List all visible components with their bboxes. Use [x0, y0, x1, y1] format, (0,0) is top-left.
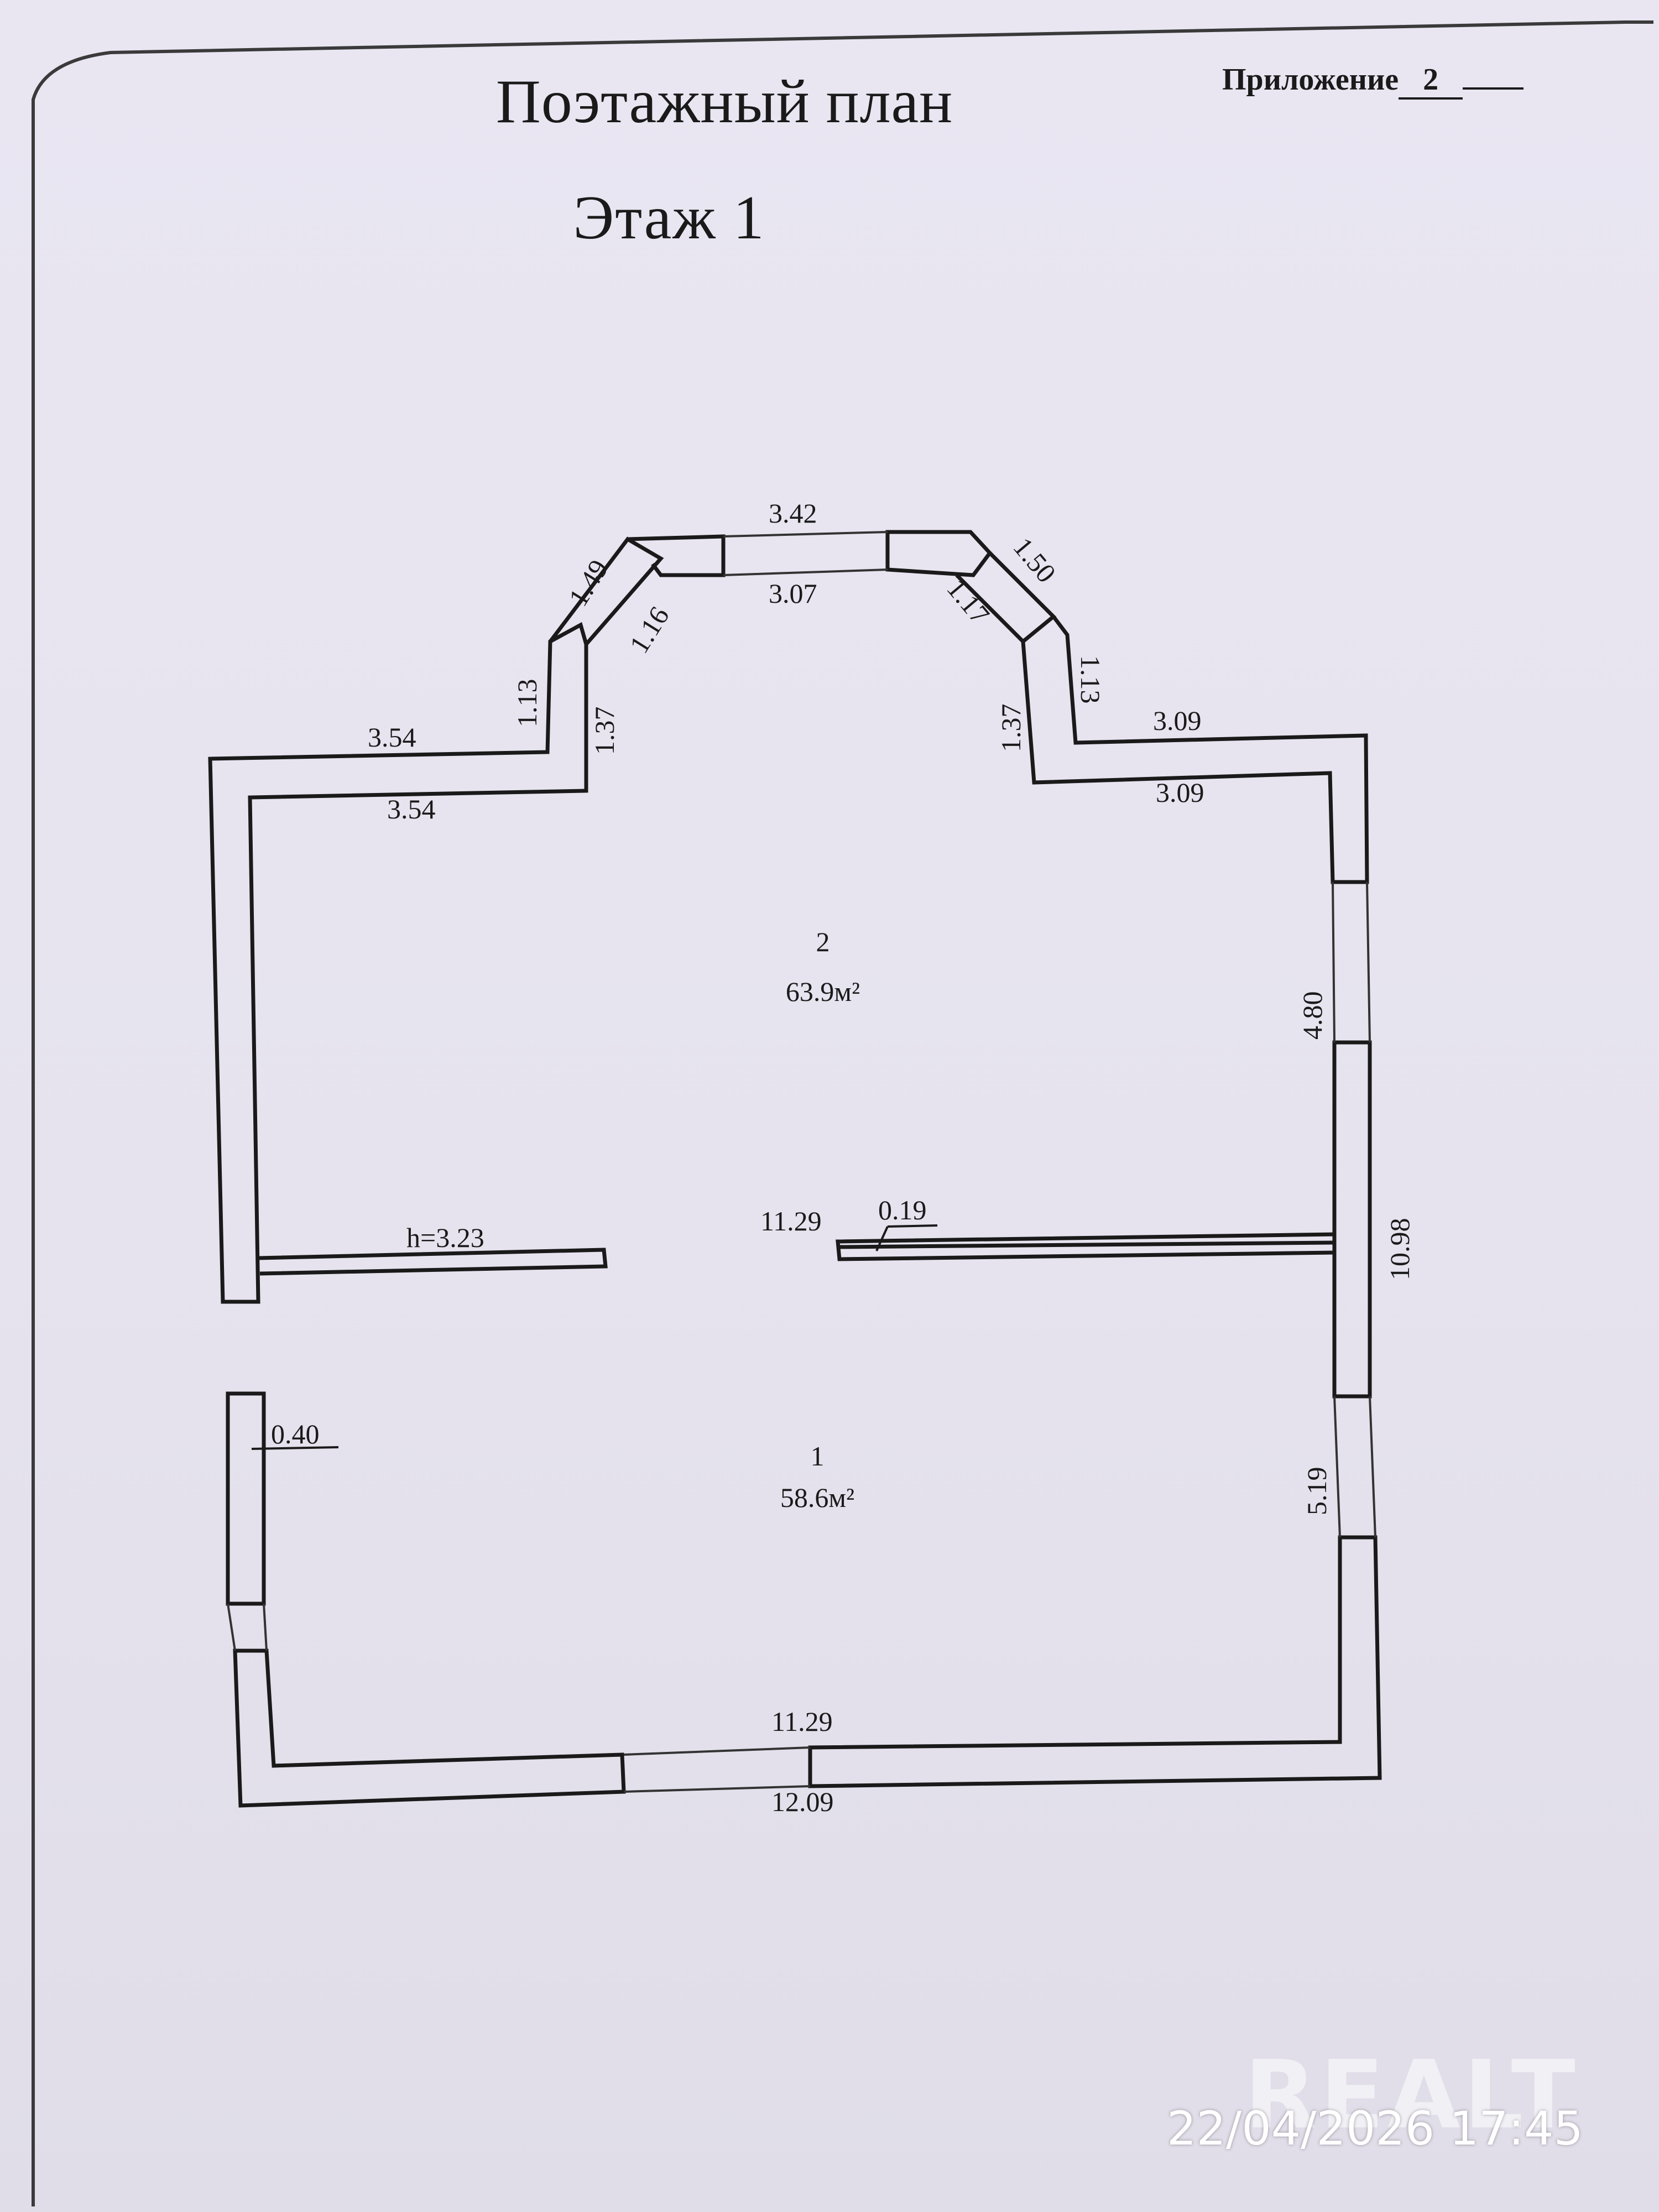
dim-right-total-outer: 10.98: [1384, 1218, 1415, 1281]
realt-watermark: REALT: [1244, 2041, 1579, 2150]
partition-left: [258, 1248, 608, 1276]
partition-right: [836, 1232, 1337, 1261]
wall-right-middle: [1332, 1040, 1372, 1399]
dim-partition-length: 11.29: [760, 1206, 822, 1237]
dim-bay-inner-top: 3.07: [769, 578, 817, 609]
dim-right-top-inner: 3.09: [1156, 777, 1204, 808]
wall-upper-right: [1021, 615, 1369, 884]
dim-left-top-outer: 3.54: [368, 722, 416, 753]
dim-wall-thickness: 0.40: [271, 1418, 320, 1449]
photo-timestamp: 22/04/2026 17:45: [1167, 2101, 1583, 2156]
wall-upper-left: [208, 622, 588, 1304]
wall-bay-top-right: [885, 530, 993, 577]
dim-right-lower-inner: 5.19: [1301, 1467, 1332, 1516]
dim-bay-right-diag-inner: 1.17: [941, 573, 996, 630]
dim-left-top-inner: 3.54: [387, 794, 436, 825]
dim-bottom-outer: 12.09: [771, 1786, 834, 1817]
wall-bay-left-diag: [549, 536, 664, 646]
dim-bay-left-side-outer: 1.13: [512, 679, 542, 728]
room-1-number: 1: [811, 1441, 825, 1472]
appendix-text: Приложение: [1222, 62, 1399, 97]
dim-bottom-inner: 11.29: [771, 1706, 833, 1737]
partition-right-seam: [839, 1240, 1335, 1249]
dim-right-upper-inner: 4.80: [1297, 992, 1328, 1040]
dim-bay-left-side-inner: 1.37: [589, 707, 620, 755]
room-1-area: 58.6м²: [780, 1482, 854, 1513]
dim-bay-left-diag-outer: 1.49: [562, 554, 614, 612]
dim-bay-right-side-inner: 1.37: [995, 704, 1026, 753]
dim-right-top-outer: 3.09: [1153, 705, 1202, 736]
wall-left-lower: [226, 1391, 266, 1606]
room-2-number: 2: [816, 926, 830, 957]
dim-partition-thickness: 0.19: [878, 1194, 927, 1225]
document-title: Поэтажный план: [495, 67, 953, 136]
sheet-frame: [32, 20, 1653, 2206]
leaders: [251, 1224, 938, 1450]
openings: [227, 531, 1376, 1793]
appendix-number: 2: [1399, 62, 1463, 100]
room-2-area: 63.9м²: [786, 976, 860, 1007]
wall-lower-left: [233, 1648, 626, 1808]
wall-lower-right: [808, 1535, 1382, 1788]
floor-title: Этаж 1: [573, 184, 765, 252]
wall-bay-right-diag: [955, 551, 1057, 644]
wall-bay-top-left: [627, 534, 726, 577]
appendix-underline: [1463, 87, 1524, 90]
dim-bay-right-side-outer: 1.13: [1075, 655, 1106, 704]
dim-bay-left-diag-inner: 1.16: [623, 601, 675, 659]
dim-partition-height: h=3.23: [406, 1222, 484, 1253]
dim-bay-outer-top: 3.42: [769, 498, 817, 529]
